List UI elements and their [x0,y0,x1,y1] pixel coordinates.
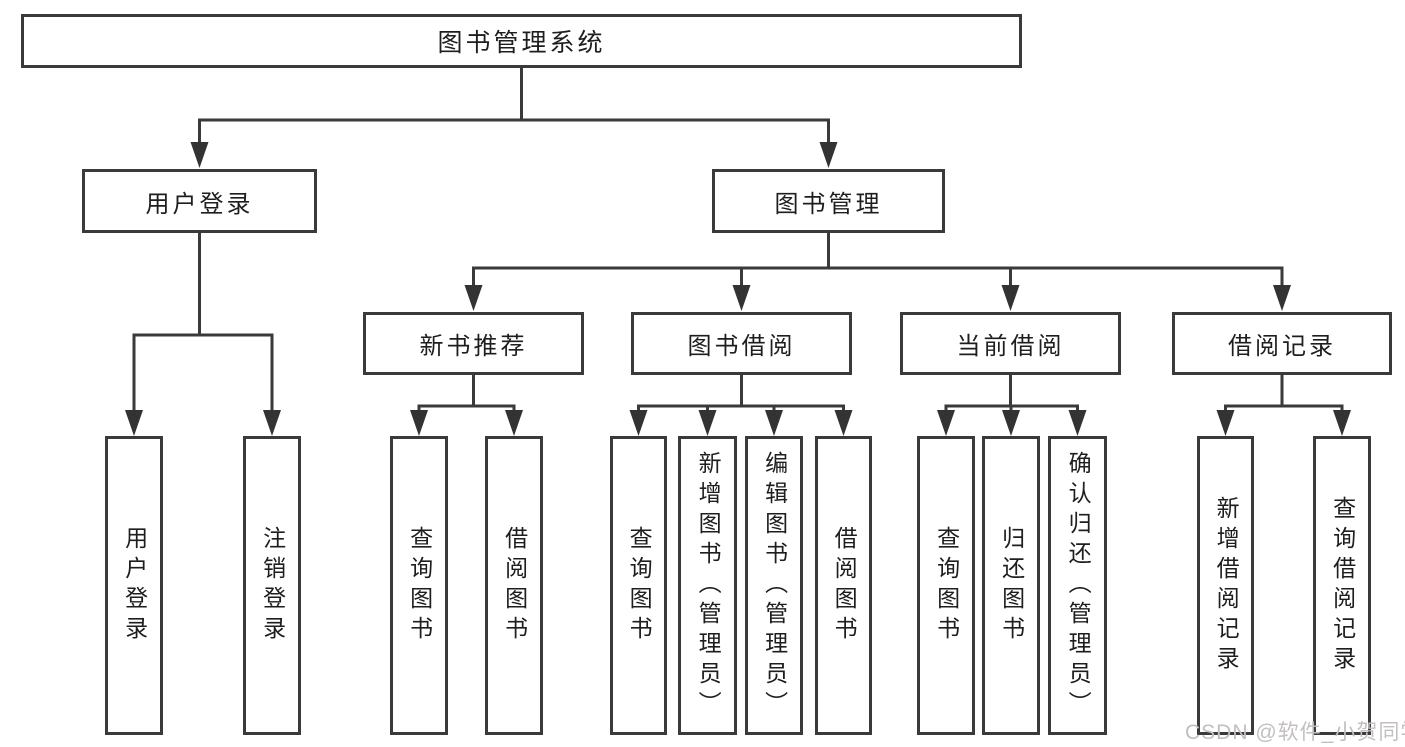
arrow-down-icon [698,410,717,436]
arrow-down-icon [263,410,281,436]
node-leaf-edit-books-admin: 编辑图书（管理员） [745,436,803,735]
arrow-down-icon [1001,285,1020,311]
node-leaf-query-books: 查询图书 [390,436,448,735]
node-leaf-add-borrow-record: 新增借阅记录 [1197,436,1254,735]
arrow-down-icon [765,410,783,436]
node-current-borrow: 当前借阅 [900,312,1121,375]
node-leaf-borrow-books-2: 借阅图书 [815,436,872,735]
arrow-down-icon [125,410,143,436]
watermark: CSDN @软件_小贺同学 [1185,721,1405,744]
node-book-borrow: 图书借阅 [631,312,852,375]
node-leaf-add-books-admin: 新增图书（管理员） [678,436,737,735]
node-borrow-records: 借阅记录 [1172,312,1392,375]
node-leaf-query-borrow-record: 查询借阅记录 [1313,436,1371,735]
arrow-down-icon [834,410,853,436]
arrow-down-icon [629,410,648,436]
node-leaf-user-login: 用户登录 [105,436,163,735]
node-leaf-borrow-books: 借阅图书 [485,436,543,735]
node-leaf-logout: 注销登录 [243,436,301,735]
arrow-down-icon [1068,410,1087,436]
arrow-down-icon [819,142,838,168]
arrow-down-icon [1216,410,1235,436]
arrow-down-icon [732,285,751,311]
node-leaf-query-books-3: 查询图书 [917,436,975,735]
arrow-down-icon [190,142,209,168]
arrow-down-icon [464,285,483,311]
node-leaf-confirm-return-admin: 确认归还（管理员） [1048,436,1107,735]
node-user-login: 用户登录 [82,169,317,233]
node-book-management: 图书管理 [712,169,945,233]
arrow-down-icon [937,410,955,436]
node-leaf-return-books: 归还图书 [982,436,1040,735]
node-library-management-system: 图书管理系统 [21,14,1022,68]
arrow-down-icon [505,410,523,436]
arrow-down-icon [1273,285,1291,311]
arrow-down-icon [410,410,428,436]
arrow-down-icon [1333,410,1351,436]
arrow-down-icon [1002,410,1020,436]
node-leaf-query-books-2: 查询图书 [610,436,667,735]
node-new-book-recommend: 新书推荐 [363,312,584,375]
